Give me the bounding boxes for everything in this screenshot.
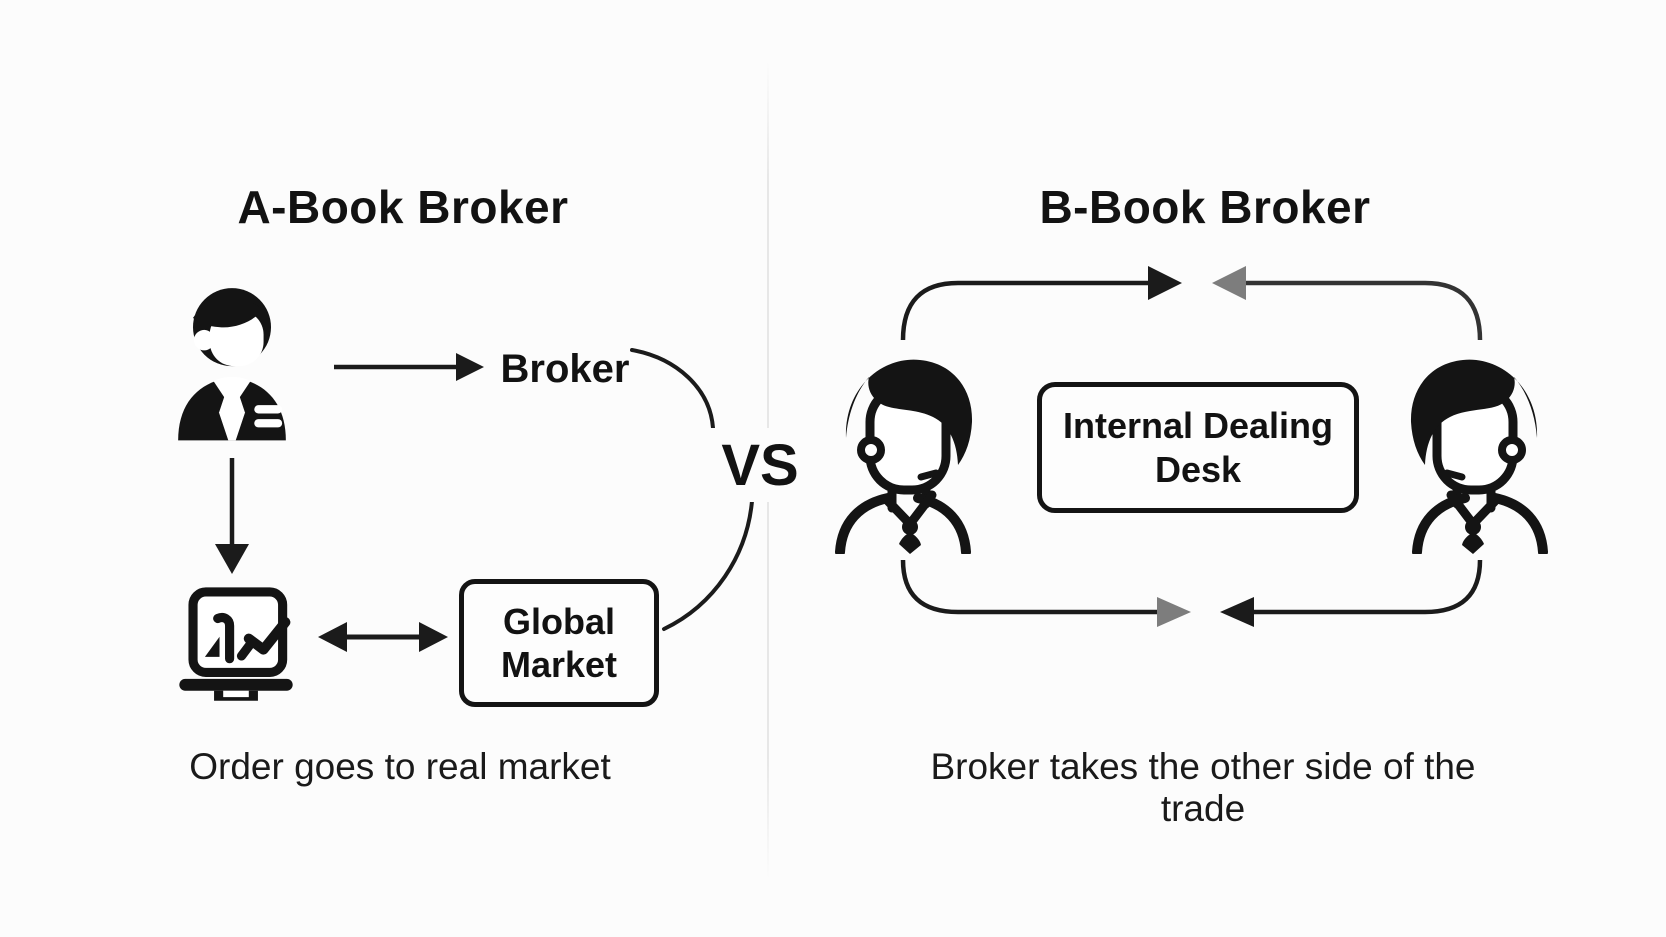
arrowhead-down-icon bbox=[215, 544, 249, 574]
arrowhead-right-icon bbox=[419, 622, 448, 652]
arrowhead-right-icon bbox=[1148, 266, 1182, 300]
vs-label: VS bbox=[702, 428, 818, 502]
curve-broker-to-globalmarket bbox=[630, 348, 754, 631]
laptop-chart-icon bbox=[179, 587, 293, 701]
internal-dealing-desk-box: Internal Dealing Desk bbox=[1037, 382, 1359, 513]
arrowhead-right-icon bbox=[1157, 597, 1191, 627]
trader-left-icon bbox=[835, 359, 973, 554]
arrowhead-left-icon bbox=[318, 622, 347, 652]
arc-trader-left-to-center-bottom bbox=[900, 559, 1191, 627]
arrowhead-right-icon bbox=[456, 353, 484, 381]
arrow-client-to-terminal bbox=[215, 458, 249, 574]
arc-trader-right-to-center-bottom bbox=[1220, 559, 1483, 627]
trader-right-icon bbox=[1410, 359, 1548, 554]
dealing-desk-line1: Internal Dealing bbox=[1062, 405, 1334, 447]
arrow-terminal-globalmarket bbox=[318, 622, 448, 652]
a-book-caption: Order goes to real market bbox=[189, 746, 611, 787]
b-book-title: B-Book Broker bbox=[1039, 181, 1371, 233]
broker-node-label: Broker bbox=[500, 347, 630, 391]
global-market-line1: Global bbox=[502, 600, 615, 642]
b-book-caption: Broker takes the other side of the trade bbox=[930, 746, 1476, 829]
arc-trader-left-to-center-top bbox=[900, 266, 1182, 341]
arrowhead-left-icon bbox=[1220, 597, 1254, 627]
arrow-client-to-broker bbox=[334, 353, 484, 381]
dealing-desk-line2: Desk bbox=[1154, 448, 1242, 490]
arc-trader-right-to-center-top bbox=[1212, 266, 1483, 341]
arrowhead-left-icon bbox=[1212, 266, 1246, 300]
a-book-title: A-Book Broker bbox=[237, 181, 569, 233]
businessman-icon bbox=[178, 288, 286, 441]
global-market-box: Global Market bbox=[459, 579, 659, 707]
global-market-line2: Market bbox=[500, 644, 618, 685]
